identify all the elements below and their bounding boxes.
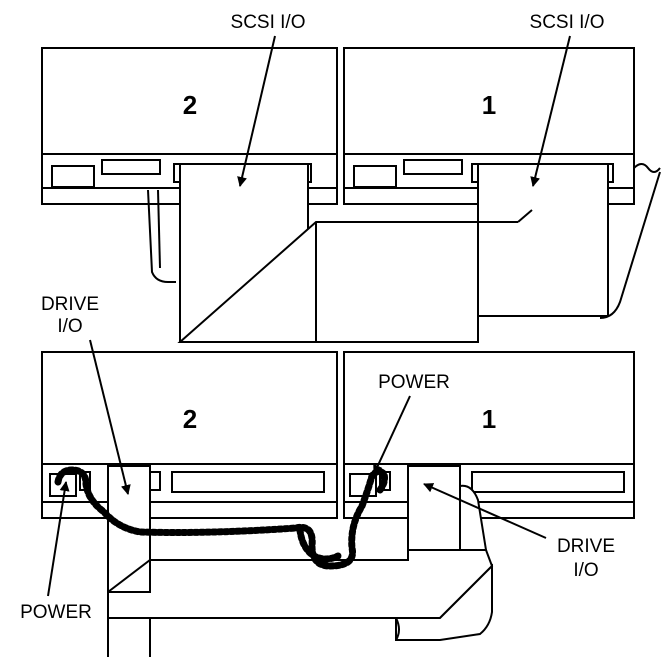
label-power-bottom: POWER <box>20 602 92 623</box>
label-scsi-io-left: SCSI I/O <box>231 12 306 33</box>
bottom-drive-2 <box>41 351 338 519</box>
label-drive-io-top-line2: I/O <box>57 316 82 337</box>
label-drive-io-right-line1: DRIVE <box>557 536 615 557</box>
power-cable <box>54 466 388 570</box>
top-drive-1-label: 1 <box>482 90 496 120</box>
top-drive-2 <box>41 47 338 283</box>
bottom-drive-2-number: 2 <box>183 404 197 434</box>
label-drive-io-top-line1: DRIVE <box>41 294 99 315</box>
bottom-drive-1-label: 1 <box>482 404 496 434</box>
top-scsi-ribbon-cable <box>173 163 614 343</box>
top-drive-1-number: 1 <box>482 90 496 120</box>
arrow-power-top <box>373 395 411 475</box>
arrow-scsi-io-left <box>237 35 276 187</box>
bottom-drive-1 <box>343 351 635 519</box>
arrow-drive-io-top <box>89 339 131 495</box>
bottom-drive-2-label: 2 <box>183 404 197 434</box>
bottom-drive-io-ribbon-cable <box>107 465 494 657</box>
top-drive-2-label: 2 <box>183 90 197 120</box>
label-scsi-io-right: SCSI I/O <box>530 12 605 33</box>
top-drive-2-number: 2 <box>183 90 197 120</box>
label-power-top: POWER <box>378 372 450 393</box>
arrow-power-bottom <box>47 481 70 597</box>
top-drive-1 <box>343 47 661 319</box>
arrow-drive-io-right <box>423 483 547 539</box>
arrow-scsi-io-right <box>530 35 571 187</box>
bottom-drive-1-number: 1 <box>482 404 496 434</box>
label-drive-io-right-line2: I/O <box>573 560 598 581</box>
